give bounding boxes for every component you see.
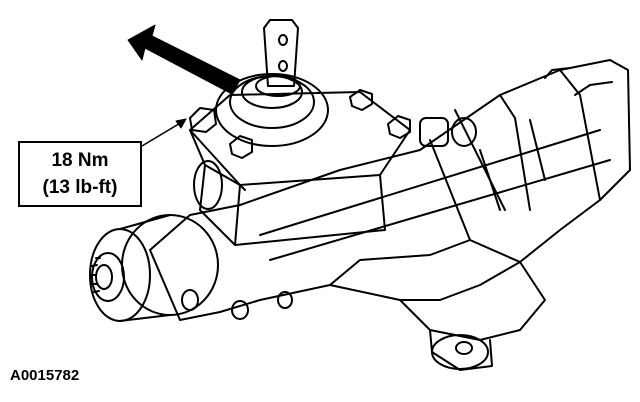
torque-value-imperial: (13 lb-ft) — [42, 177, 118, 198]
figure-id-label: A0015782 — [10, 367, 80, 384]
callout-leader-line — [141, 121, 183, 147]
shift-lever-boot — [215, 19, 329, 147]
indicator-arrow — [127, 24, 241, 95]
transmission-case — [149, 59, 631, 371]
torque-value-metric: 18 Nm — [51, 150, 109, 171]
mounting-bolts — [189, 89, 411, 159]
shifter-housing — [189, 91, 477, 246]
input-shaft-housing — [89, 214, 293, 322]
leader-arrowhead — [175, 118, 187, 129]
torque-callout: 18 Nm (13 lb-ft) — [18, 141, 142, 207]
